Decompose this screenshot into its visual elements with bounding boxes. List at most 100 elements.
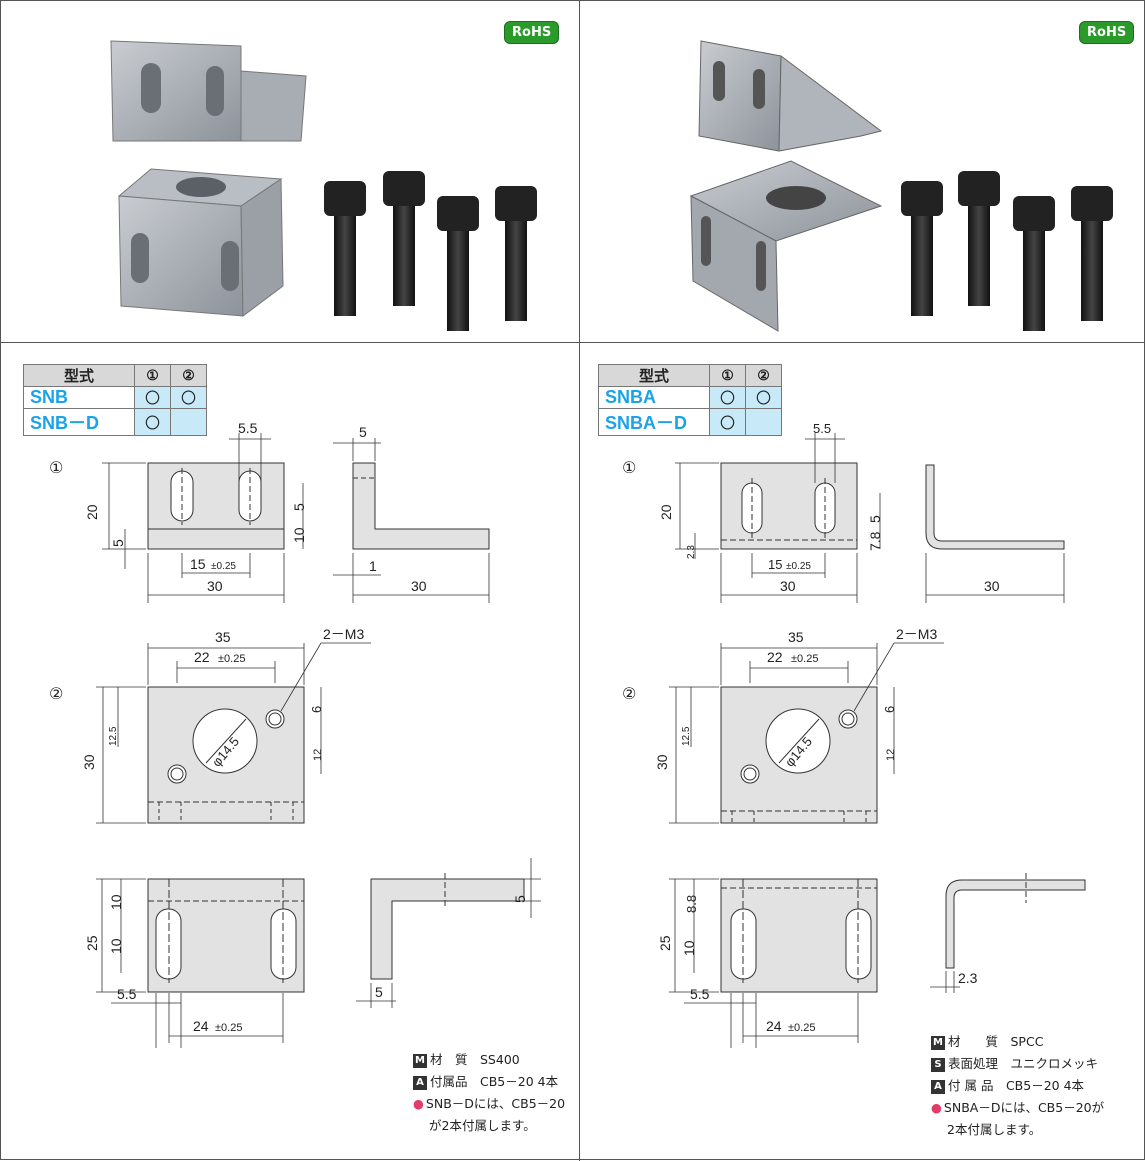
mark-snb-1: 〇 <box>134 386 171 409</box>
dim-35: 35 <box>788 629 804 645</box>
part1-label: ① <box>622 460 636 477</box>
bolts-left-photo <box>324 171 537 331</box>
bracket-snba-photo-1 <box>698 40 883 152</box>
column-divider <box>579 1 580 1161</box>
dim-2-m3: 2－M3 <box>896 626 937 642</box>
dim-10-b: 10 <box>108 938 124 954</box>
material-key-icon: M <box>413 1053 427 1068</box>
dim-5-bottom: 5 <box>375 984 383 1000</box>
snb-part2-top <box>147 686 305 824</box>
snb-part2-side <box>370 873 525 980</box>
dim-22: 22 <box>194 649 210 665</box>
dim-25: 25 <box>84 935 100 951</box>
dim-6: 6 <box>309 706 324 713</box>
dim-8-8: 8.8 <box>684 895 699 913</box>
model-snb-d: SNB－D <box>23 408 135 436</box>
mark-snb-d-1: 〇 <box>134 408 171 436</box>
snba-part2-side <box>945 873 1086 969</box>
dim-24: 24 <box>766 1018 782 1034</box>
mark-snba-d-2 <box>745 408 782 436</box>
dim-24-tol: ±0.25 <box>215 1022 242 1034</box>
table-header-col2: ② <box>745 364 782 387</box>
dim-30-side: 30 <box>411 578 427 594</box>
tip-text-1: SNBA－Dには、CB5－20が <box>943 1100 1105 1115</box>
bracket-snba-photo-2 <box>689 160 883 332</box>
bracket-snb-photo-1 <box>110 40 307 142</box>
dim-15: 15 <box>768 557 782 572</box>
dim-5-right: 5 <box>512 895 528 903</box>
material-key-icon: M <box>931 1035 945 1050</box>
surface-key-icon: S <box>931 1057 945 1072</box>
snba-part1-front <box>720 462 858 550</box>
dim-22: 22 <box>767 649 783 665</box>
tip-text-2: が2本付属します。 <box>429 1118 536 1133</box>
table-header-col1: ① <box>709 364 746 387</box>
mark-snba-1: 〇 <box>709 386 746 409</box>
dim-2-3-side: 2.3 <box>958 970 978 986</box>
dim-2-m3: 2－M3 <box>323 626 364 642</box>
dim-22-tol: ±0.25 <box>791 653 818 665</box>
dim-5-5-b: 5.5 <box>117 986 137 1002</box>
dim-22-tol: ±0.25 <box>218 653 245 665</box>
dim-1: 1 <box>369 558 377 574</box>
part2-label: ② <box>49 686 63 703</box>
tip-icon: ● <box>931 1100 942 1115</box>
dim-20: 20 <box>658 504 674 520</box>
dim-5-5-b: 5.5 <box>690 986 710 1002</box>
drawings-snb: ① 20 5.5 5 10 5 1 5 ±0.25 30 <box>49 420 541 1048</box>
dim-5-side: 5 <box>867 515 883 523</box>
dim-10-side: 10 <box>291 527 307 543</box>
snba-part2-top <box>720 686 878 824</box>
drawings-snba: ① 20 5.5 5 7.8 2.3 15 ±0.25 30 <box>622 421 1086 1048</box>
dim-12-5: 12.5 <box>681 726 692 746</box>
table-header-col2: ② <box>170 364 207 387</box>
snb-part1-front <box>147 462 285 550</box>
snba-part1-side <box>925 464 1065 550</box>
dim-5-5: 5.5 <box>813 421 831 436</box>
snb-part2-front <box>147 878 305 993</box>
tip-text-1: SNB－Dには、CB5－20 <box>425 1096 566 1111</box>
dim-12: 12 <box>312 749 324 761</box>
model-snb: SNB <box>23 386 135 409</box>
dim-24-tol: ±0.25 <box>788 1022 815 1034</box>
dim-12: 12 <box>885 749 897 761</box>
model-snba: SNBA <box>598 386 710 409</box>
dim-35: 35 <box>215 629 231 645</box>
dim-15-tol: ±0.25 <box>211 561 236 572</box>
dim-25: 25 <box>657 935 673 951</box>
tip-text-2: 2本付属します。 <box>947 1122 1042 1137</box>
material-text: 材 質 SS400 <box>430 1052 520 1067</box>
part2-label: ② <box>622 686 636 703</box>
dim-5-low: 5 <box>110 539 126 547</box>
dim-7-8: 7.8 <box>867 531 883 551</box>
dim-2-3: 2.3 <box>686 545 697 559</box>
dim-10: 10 <box>681 940 697 956</box>
table-header-model: 型式 <box>23 364 135 387</box>
dim-5-5: 5.5 <box>238 420 258 436</box>
dim-20: 20 <box>84 504 100 520</box>
accessory-text: 付属品 CB5－20 4本 <box>430 1074 559 1089</box>
material-text: 材 質 SPCC <box>948 1034 1044 1049</box>
dim-30: 30 <box>780 578 796 594</box>
rohs-badge-right: RoHS <box>1079 21 1135 44</box>
bolts-right-photo <box>901 171 1113 331</box>
surface-text: 表面処理 ユニクロメッキ <box>948 1056 1099 1071</box>
product-photos <box>110 40 1113 332</box>
accessory-text: 付 属 品 CB5－20 4本 <box>948 1078 1085 1093</box>
model-table-left: 型式 ① ② SNB 〇 〇 SNB－D 〇 <box>23 364 207 436</box>
dim-15-tol: ±0.25 <box>786 561 811 572</box>
accessory-key-icon: A <box>413 1075 427 1090</box>
bracket-snb-photo-2 <box>117 168 284 317</box>
snba-part2-front <box>720 878 878 993</box>
dim-30-side: 30 <box>984 578 1000 594</box>
accessory-key-icon: A <box>931 1079 945 1094</box>
dim-30: 30 <box>207 578 223 594</box>
dim-10-a: 10 <box>108 894 124 910</box>
dim-6: 6 <box>882 706 897 713</box>
part1-label: ① <box>49 460 63 477</box>
tip-icon: ● <box>413 1096 424 1111</box>
dim-30-tall: 30 <box>654 754 670 770</box>
